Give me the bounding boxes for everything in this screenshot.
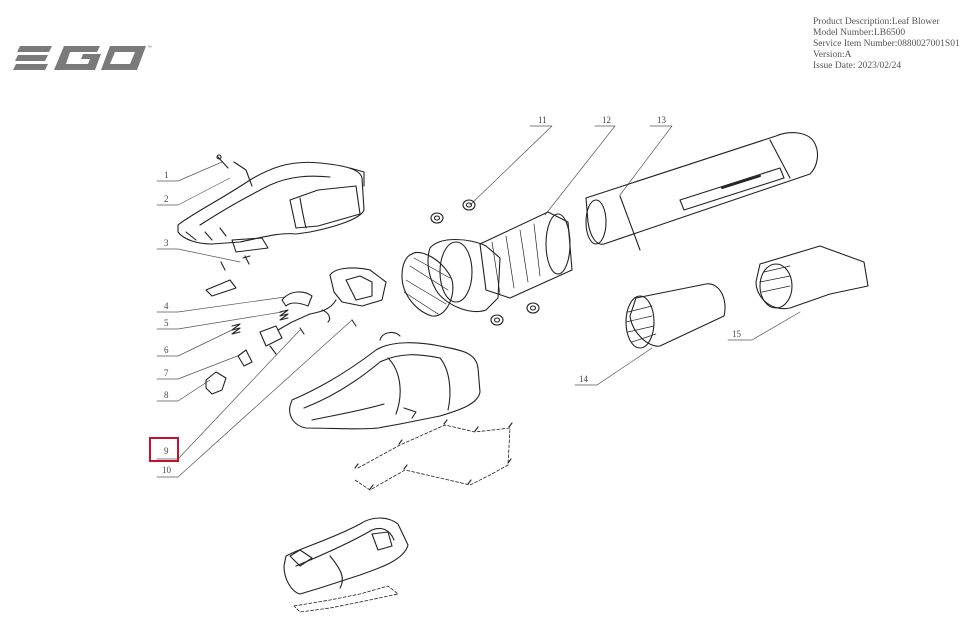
callout-9: 9 [164, 446, 169, 456]
part-1-screw [216, 154, 229, 169]
part-4-trigger [281, 291, 313, 307]
product-info: Product Description:Leaf Blower Model Nu… [813, 17, 960, 72]
part-10-screw [351, 319, 357, 327]
product-description: Product Description:Leaf Blower [813, 17, 940, 27]
part-5-spring [279, 309, 289, 321]
service-item-number: Service Item Number:0880027001S01 [813, 39, 960, 49]
battery-cover [283, 517, 409, 595]
callout-7: 7 [164, 368, 169, 378]
callout-8: 8 [164, 390, 169, 400]
callout-4: 4 [164, 301, 169, 311]
callout-3: 3 [164, 238, 169, 248]
part-8-switch [205, 371, 227, 395]
callout-1: 1 [164, 170, 169, 180]
part-15-flat-nozzle [755, 245, 869, 310]
callout-6: 6 [164, 345, 169, 355]
part-6-spring [231, 323, 241, 335]
callout-14: 14 [579, 374, 588, 384]
screw-heads [354, 419, 513, 490]
callout-10: 10 [162, 465, 171, 475]
rubber-bushings [430, 199, 540, 326]
callout-5: 5 [164, 318, 169, 328]
issue-date: Issue Date: 2023/02/24 [813, 61, 902, 71]
ego-logo: ™ [13, 45, 152, 70]
part-2-handle-upper [177, 161, 365, 253]
fan-guard [401, 252, 454, 317]
svg-text:™: ™ [147, 45, 152, 51]
callout-12: 12 [602, 115, 611, 125]
model-number: Model Number:LB6500 [813, 28, 906, 38]
callout-15: 15 [732, 329, 741, 339]
part-7-knob [237, 349, 253, 367]
part-12-motor [479, 211, 573, 299]
controller-module [259, 267, 387, 355]
callout-11: 11 [538, 115, 547, 125]
callout-13: 13 [657, 115, 666, 125]
base-screws [293, 585, 399, 613]
funnel [427, 238, 501, 312]
leader-lines [156, 125, 801, 478]
lower-housing [289, 331, 481, 430]
screw-set [354, 424, 511, 491]
part-14-nozzle [625, 283, 726, 349]
part-13-blower-tube [585, 132, 819, 251]
part-3-pin [205, 255, 251, 297]
part-9-screw [299, 327, 305, 335]
callout-9-highlight [149, 437, 179, 462]
callout-2: 2 [164, 194, 169, 204]
version: Version:A [813, 50, 852, 60]
